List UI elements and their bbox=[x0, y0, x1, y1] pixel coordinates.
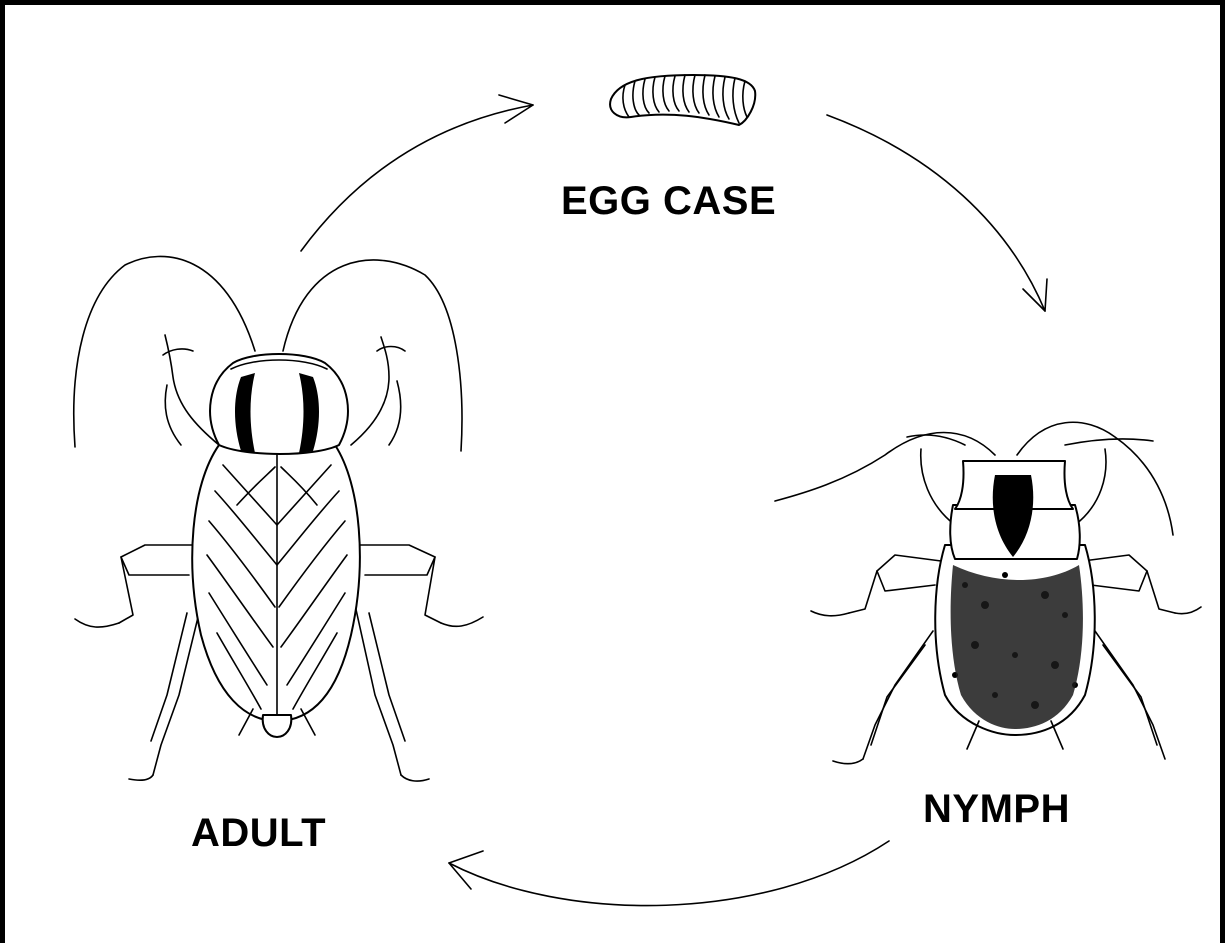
nymph-label: NYMPH bbox=[923, 789, 1070, 829]
adult-label: ADULT bbox=[191, 813, 326, 853]
arrow-adult-to-egg bbox=[301, 95, 533, 251]
arrow-egg-to-nymph bbox=[827, 115, 1047, 311]
egg-case-illustration bbox=[610, 75, 755, 125]
arrow-nymph-to-adult bbox=[449, 841, 889, 906]
egg-case-label: EGG CASE bbox=[561, 181, 776, 221]
nymph-cockroach-illustration bbox=[775, 422, 1201, 764]
adult-cockroach-illustration bbox=[74, 256, 483, 781]
